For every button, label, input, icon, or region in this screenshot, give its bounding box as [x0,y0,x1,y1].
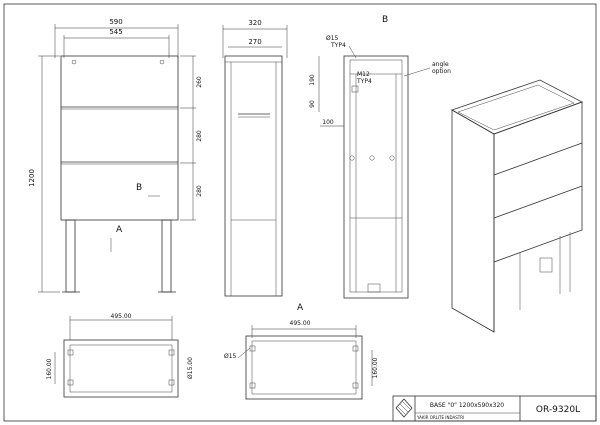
section-bolt-size: M12 [357,71,370,78]
front-seg-top: 260 [196,76,203,88]
front-seg-mid: 280 [196,130,203,142]
title-block: BASE "0" 1200x590x320 OR-9320L YAKIR ORL… [392,395,597,422]
plan-right-label-a: A [297,303,304,313]
angle-note-line1: angle [432,61,449,68]
section-hole-1 [349,155,355,161]
section-dim-90: 90 [309,100,316,108]
section-bolt-typ: TYP4 [356,78,372,85]
front-cabinet-body [60,55,179,221]
front-width-inner: 545 [109,28,122,36]
plan-right-depth: 160.00 [372,357,379,378]
angle-note-line2: option [432,68,451,75]
front-height-total: 1200 [28,169,36,187]
drawing-border [3,3,597,422]
section-hole-typ: TYP4 [330,42,346,49]
plan-left-depth: 160.00 [46,358,53,379]
front-seg-bot: 280 [196,185,203,197]
section-hole-dia: Ø15 [326,35,339,42]
side-body [224,55,283,297]
side-width-outer: 320 [248,19,261,27]
title-part-number: OR-9320L [536,405,580,415]
isometric-view [451,79,583,333]
plan-right-frame [245,335,363,400]
front-label-b: B [136,183,142,193]
front-width-outer: 590 [109,18,122,26]
plan-view-left: 495.00 160.00 Ø15.00 [46,313,194,398]
company-logo-icon [395,398,413,418]
front-label-a: A [116,225,123,235]
front-leg-right [161,219,172,293]
front-hole-left [71,59,77,65]
section-label-b: B [382,15,388,25]
iso-front-face [493,101,583,263]
plan-right-hole: Ø15 [224,353,237,360]
section-view: B Ø15 TYP4 M12 TYP4 190 90 100 angle opt… [309,15,451,299]
section-hole-3 [389,155,395,161]
section-body [343,55,409,299]
title-description: BASE "0" 1200x590x320 [430,402,504,409]
front-hole-right [159,59,165,65]
side-width-inner: 270 [248,38,261,46]
front-leg-left [65,219,76,293]
section-bolt [351,85,359,93]
plan-view-right: A 495.00 Ø15 160.00 [224,303,379,400]
plan-right-width: 495.00 [290,320,311,327]
front-view: 590 545 1200 260 280 280 B A [28,18,203,293]
section-dim-190: 190 [309,74,316,86]
section-dim-100: 100 [322,119,334,126]
iso-left-face [451,109,495,333]
plan-left-width: 495.00 [111,313,132,320]
side-view: 320 270 [222,19,288,297]
title-company: YAKIR ORLITE INDASTRI [416,415,464,420]
section-hole-2 [369,155,375,161]
plan-left-frame [63,339,179,398]
plan-left-hole: Ø15.00 [187,357,194,379]
